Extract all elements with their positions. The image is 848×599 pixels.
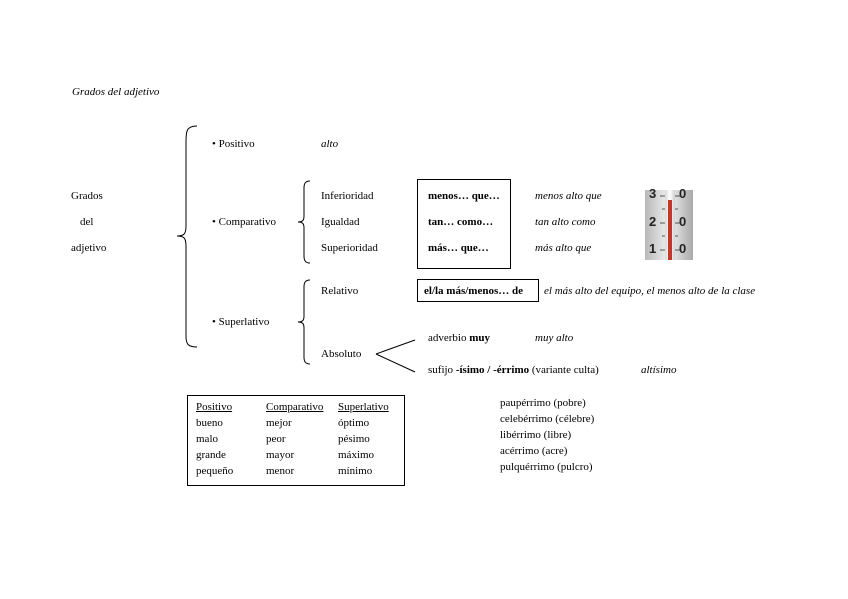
relativo-formula-box	[417, 279, 539, 302]
adverbio-example: muy alto	[535, 332, 574, 344]
sufijo-suffix: (variante culta)	[531, 364, 599, 376]
table-cell: pequeño	[196, 465, 234, 477]
positivo-example: alto	[321, 138, 339, 150]
superlativo-brace	[297, 279, 311, 365]
sufijo-line: sufijo -ísimo / -érrimo (variante culta)	[428, 364, 599, 377]
table-cell: peor	[266, 433, 286, 445]
thermometer-image: 3 0 2 0 1 0	[645, 186, 693, 260]
side-label-line-1: Grados	[71, 190, 103, 202]
errimo-list-item: pulquérrimo (pulcro)	[500, 461, 593, 473]
comparativo-formula: tan… como…	[428, 216, 494, 228]
comparativo-example: más alto que	[535, 242, 592, 254]
errimo-list-item: acérrimo (acre)	[500, 445, 568, 457]
thermometer-scale-label: 2	[649, 214, 657, 229]
adverbio-line: adverbio muy	[428, 332, 490, 345]
errimo-list-item: libérrimo (libre)	[500, 429, 572, 441]
table-header: Superlativo	[338, 401, 389, 413]
sufijo-example: altísimo	[641, 364, 677, 376]
comparativo-row-name: Inferioridad	[321, 190, 374, 202]
comparativo-formula-box	[417, 179, 511, 269]
side-label-line-3: adjetivo	[71, 242, 107, 254]
comparativo-example: menos alto que	[535, 190, 602, 202]
positivo-label: • Positivo	[212, 138, 255, 150]
relativo-formula: el/la más/menos… de	[424, 285, 523, 297]
irregular-table-box	[187, 395, 405, 486]
table-cell: óptimo	[338, 417, 370, 429]
sufijo-prefix: sufijo	[428, 364, 454, 376]
comparativo-example: tan alto como	[535, 216, 596, 228]
comparativo-formula: menos… que…	[428, 190, 500, 202]
comparativo-row-name: Igualdad	[321, 216, 360, 228]
table-cell: pésimo	[338, 433, 370, 445]
thermometer-scale-label: 0	[679, 214, 687, 229]
absoluto-branch-up	[375, 339, 416, 355]
comparativo-label: • Comparativo	[212, 216, 277, 228]
relativo-example: el más alto del equipo, el menos alto de…	[544, 285, 756, 297]
table-header: Positivo	[196, 401, 233, 413]
superlativo-label: • Superlativo	[212, 316, 270, 328]
thermometer-scale-label: 3	[649, 186, 657, 201]
comparativo-brace	[297, 180, 311, 264]
thermometer-scale-label: 0	[679, 241, 687, 256]
table-cell: menor	[266, 465, 295, 477]
thermometer-scale-label: 0	[679, 186, 687, 201]
table-header: Comparativo	[266, 401, 324, 413]
sufijo-bold: -ísimo / -érrimo	[455, 364, 530, 376]
table-cell: bueno	[196, 417, 223, 429]
errimo-list-item: celebérrimo (célebre)	[500, 413, 595, 425]
side-label-line-2: del	[80, 216, 94, 228]
thermometer-scale-label: 1	[649, 241, 657, 256]
adverbio-prefix: adverbio	[428, 332, 467, 344]
table-cell: grande	[196, 449, 226, 461]
table-cell: malo	[196, 433, 218, 445]
adverbio-bold: muy	[469, 332, 491, 344]
absoluto-label: Absoluto	[321, 348, 362, 360]
comparativo-row-name: Superioridad	[321, 242, 378, 254]
errimo-list-item: paupérrimo (pobre)	[500, 397, 586, 409]
table-cell: mínimo	[338, 465, 373, 477]
comparativo-formula: más… que…	[428, 242, 489, 254]
absoluto-branch-down	[375, 353, 416, 373]
table-cell: mejor	[266, 417, 292, 429]
table-cell: mayor	[266, 449, 295, 461]
table-cell: máximo	[338, 449, 375, 461]
page-title: Grados del adjetivo	[72, 86, 160, 98]
relativo-label: Relativo	[321, 285, 359, 297]
main-brace	[176, 125, 198, 348]
